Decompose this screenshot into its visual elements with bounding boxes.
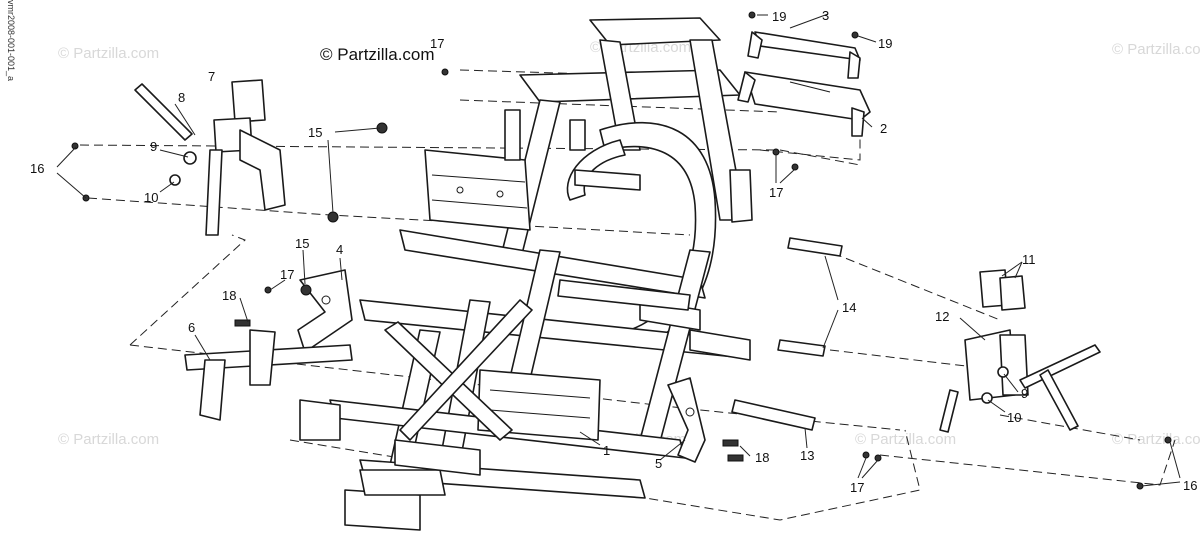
callout-13: 13 <box>800 448 814 463</box>
callout-10-left: 10 <box>144 190 158 205</box>
rear-bracket-lower <box>737 71 871 137</box>
left-rear-bracket <box>184 329 353 421</box>
drawing-code: vmr2008-001-001_a <box>6 0 16 81</box>
callout-16-right: 16 <box>1183 478 1197 493</box>
watermark-bottom-right: © Partzilla.com <box>1112 431 1200 448</box>
callout-17-left: 17 <box>280 267 294 282</box>
main-frame <box>299 17 753 531</box>
callout-17-top: 17 <box>430 36 444 51</box>
callout-14: 14 <box>842 300 856 315</box>
callout-19-right: 19 <box>878 36 892 51</box>
callout-10-right: 10 <box>1007 410 1021 425</box>
left-shock-assembly <box>134 79 286 236</box>
right-shock-assembly <box>939 269 1101 433</box>
callout-8: 8 <box>178 90 185 105</box>
watermark-top-right: © Partzilla.com <box>1112 41 1200 58</box>
callout-7: 7 <box>208 69 215 84</box>
rear-bracket-upper <box>747 31 861 79</box>
callout-11: 11 <box>1022 252 1036 267</box>
long-bolts <box>731 237 843 431</box>
callout-19-left: 19 <box>772 9 786 24</box>
callout-9-left: 9 <box>150 139 157 154</box>
leader-lines <box>56 13 1181 487</box>
callout-6: 6 <box>188 320 195 335</box>
callout-5: 5 <box>655 456 662 471</box>
watermark-bottom-mid: © Partzilla.com <box>855 431 956 448</box>
watermark-bottom-left: © Partzilla.com <box>58 431 159 448</box>
brand-label: © Partzilla.com <box>320 45 435 64</box>
left-mount-bracket <box>297 269 353 353</box>
callout-15-top: 15 <box>308 125 322 140</box>
callouts: 1 2 3 4 5 6 7 8 9 9 10 10 11 12 13 14 15… <box>30 8 1197 495</box>
callout-1: 1 <box>603 443 610 458</box>
watermark-top-left: © Partzilla.com <box>58 45 159 62</box>
callout-16-left: 16 <box>30 161 44 176</box>
callout-18-right: 18 <box>755 450 769 465</box>
callout-2: 2 <box>880 121 887 136</box>
callout-12: 12 <box>935 309 949 324</box>
callout-17-bottom: 17 <box>850 480 864 495</box>
callout-17-right: 17 <box>769 185 783 200</box>
callout-9-right: 9 <box>1021 386 1028 401</box>
callout-3: 3 <box>822 8 829 23</box>
hardware <box>71 11 1172 490</box>
callout-15-mid: 15 <box>295 236 309 251</box>
callout-18-left: 18 <box>222 288 236 303</box>
right-mount-bracket <box>667 377 706 463</box>
callout-4: 4 <box>336 242 343 257</box>
